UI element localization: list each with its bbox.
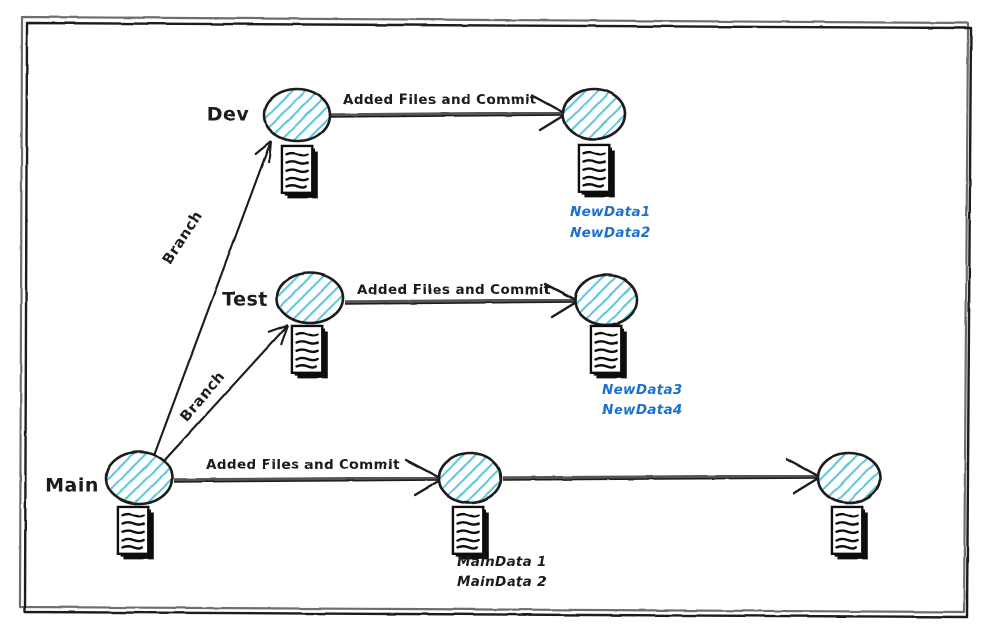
document-stack-icon [589, 324, 628, 380]
branch-name-test: Test [222, 289, 268, 311]
document-stack-icon [290, 324, 329, 380]
document-stack-icon [577, 143, 616, 199]
data-label-newdata4: NewData4 [602, 402, 683, 418]
commit-ellipse [275, 271, 345, 325]
edge-label-dev-commit: Added Files and Commit [343, 92, 537, 108]
branch-name-dev: Dev [207, 104, 250, 126]
commit-ellipse [104, 450, 174, 506]
edge-main-to-dev [151, 140, 273, 462]
commit-ellipse [816, 451, 882, 505]
edge-main-to-test [162, 324, 289, 463]
data-label-newdata3: NewData3 [602, 382, 683, 398]
data-label-newdata2: NewData2 [570, 225, 651, 241]
node-main-commit-2[interactable] [816, 451, 882, 561]
data-label-maindata-2: MainData 2 [457, 574, 547, 590]
document-stack-icon [280, 144, 319, 200]
commit-ellipse [437, 451, 503, 505]
edge-dev-commit [330, 94, 568, 132]
edges-group [151, 94, 822, 497]
node-dev-commit-1[interactable] [561, 87, 627, 199]
node-main-head[interactable] [104, 450, 174, 561]
node-test-commit-1[interactable] [573, 273, 639, 380]
commit-ellipse [262, 87, 332, 143]
edge-label-main-commit: Added Files and Commit [206, 457, 400, 473]
document-stack-icon [830, 505, 869, 561]
branch-name-main: Main [45, 475, 99, 497]
edge-test-commit [344, 282, 580, 319]
diagram-border [18, 15, 973, 619]
edge-main-commit-1 [173, 458, 444, 497]
edge-label-test-commit: Added Files and Commit [357, 282, 551, 298]
node-test-head[interactable] [275, 271, 345, 380]
commit-ellipse [561, 87, 627, 141]
data-label-maindata-1: MainData 1 [457, 554, 547, 570]
edge-label-branch-to-dev: Branch [160, 208, 206, 267]
document-stack-icon [451, 505, 490, 561]
data-label-newdata1: NewData1 [570, 204, 651, 220]
edge-main-commit-2 [502, 457, 822, 495]
node-main-commit-1[interactable] [437, 451, 503, 561]
node-dev-head[interactable] [262, 87, 332, 200]
document-stack-icon [116, 505, 155, 561]
commit-ellipse [573, 273, 639, 327]
